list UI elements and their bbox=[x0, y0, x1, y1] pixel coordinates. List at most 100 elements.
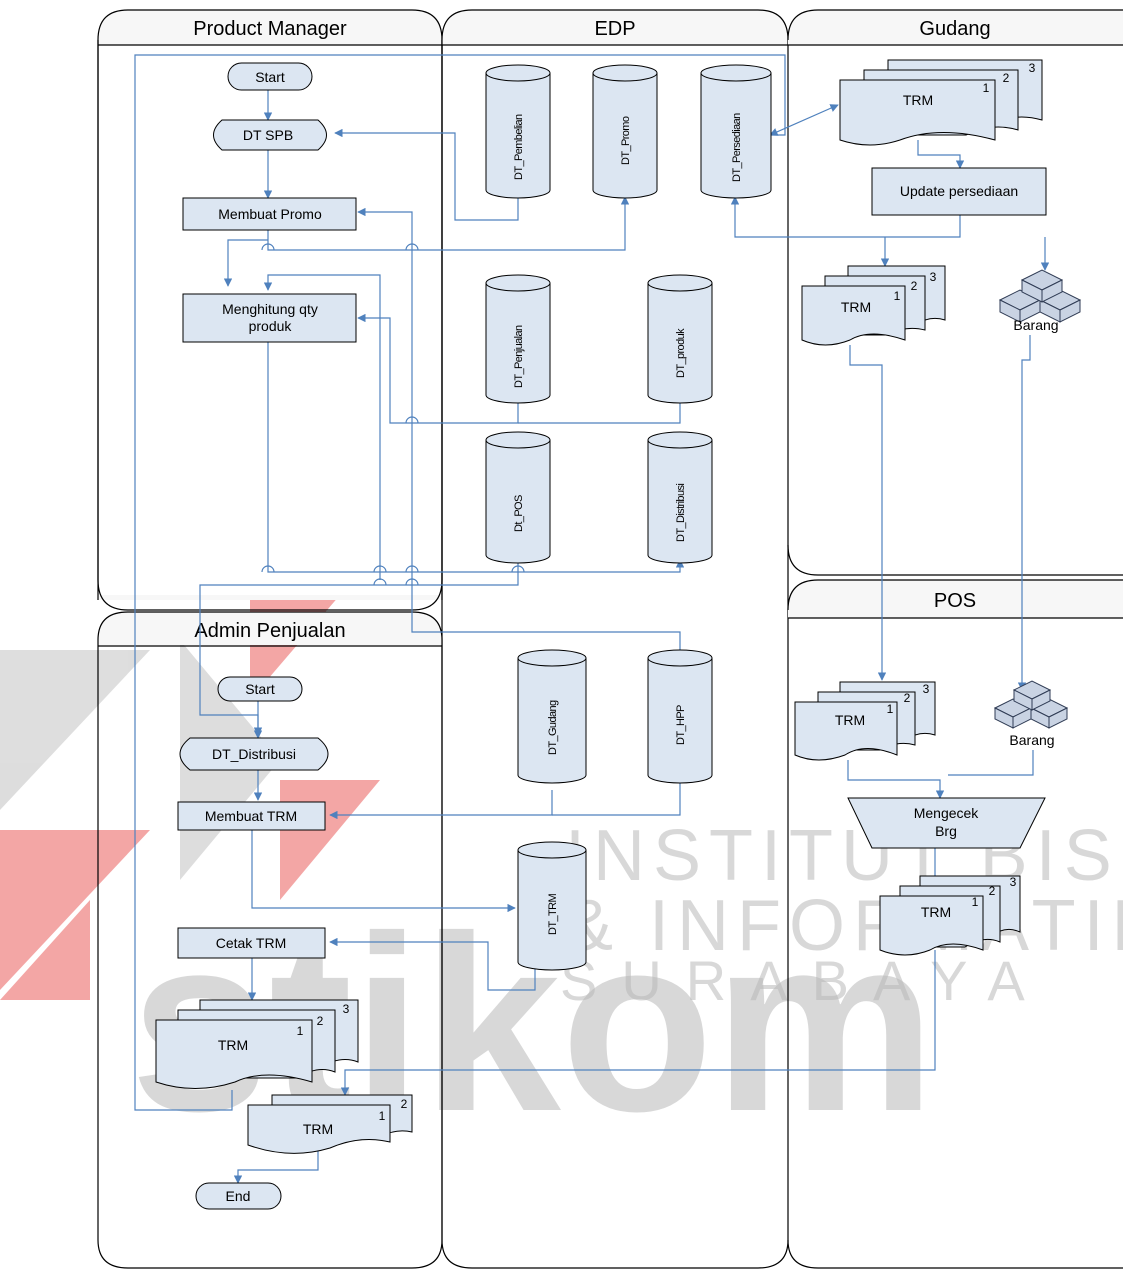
flow-gudang-trm-to-pos bbox=[849, 345, 887, 681]
pos-mengecek-label-2: Brg bbox=[935, 823, 957, 839]
admin-trm-multidoc[interactable]: TRM 1 2 3 bbox=[155, 999, 359, 1089]
admin-start-terminator[interactable]: Start bbox=[217, 676, 303, 702]
db-distribusi-label: DT_Distribusi bbox=[675, 484, 687, 542]
pos-mengecek-manual-op[interactable]: Mengecek Brg bbox=[847, 797, 1046, 849]
db-penjualan-label: DT_Penjualan bbox=[513, 325, 525, 388]
flow-pembelian-to-dtspb bbox=[334, 128, 519, 221]
db-produk[interactable]: DT_produk bbox=[647, 274, 713, 404]
hop bbox=[261, 565, 275, 573]
flow-menghitung-to-distribusi bbox=[267, 342, 685, 573]
lane-edp: EDP bbox=[441, 9, 789, 1269]
doc-number-2: 2 bbox=[1003, 71, 1010, 85]
gudang-trm2-multidoc[interactable]: TRM 1 2 3 bbox=[801, 265, 946, 346]
pm-menghitung-process[interactable]: Menghitung qty produk bbox=[182, 293, 357, 343]
hop bbox=[261, 243, 275, 251]
db-produk-label: DT_produk bbox=[675, 328, 687, 378]
pm-dtspb-label: DT SPB bbox=[243, 127, 293, 143]
doc-number-1: 1 bbox=[887, 702, 894, 716]
db-promo-label: DT_Promo bbox=[620, 116, 632, 165]
pm-menghitung-label-1: Menghitung qty bbox=[222, 301, 318, 317]
hop bbox=[511, 565, 525, 573]
watermark-city: SURABAYA bbox=[560, 949, 1049, 1012]
pos-trm-label: TRM bbox=[835, 712, 865, 728]
doc-number-2: 2 bbox=[989, 884, 996, 898]
pos-trm2-label: TRM bbox=[921, 904, 951, 920]
doc-number-3: 3 bbox=[923, 682, 930, 696]
flow-back-to-promo bbox=[357, 207, 413, 410]
db-hpp[interactable]: DT_HPP bbox=[647, 649, 713, 784]
flow-penjualan-to-menghitung bbox=[357, 313, 519, 424]
db-trm-label: DT_TRM bbox=[547, 894, 559, 935]
flow-hpp-top bbox=[411, 410, 681, 650]
flow-produk-line bbox=[518, 400, 681, 424]
hop bbox=[373, 578, 387, 586]
db-hpp-label: DT_HPP bbox=[675, 705, 687, 745]
pm-dtspb-display[interactable]: DT SPB bbox=[213, 119, 327, 151]
pos-shapes: TRM 1 2 3 Barang Mengecek Brg bbox=[794, 680, 1069, 956]
pm-membuat-promo-label: Membuat Promo bbox=[218, 206, 322, 222]
flow-pos-to-admin-trm bbox=[340, 950, 936, 1096]
db-penjualan[interactable]: DT_Penjualan bbox=[485, 274, 551, 404]
pos-barang-icon: Barang bbox=[993, 680, 1069, 748]
gudang-update-process[interactable]: Update persediaan bbox=[871, 167, 1047, 216]
pm-start-terminator[interactable]: Start bbox=[227, 62, 313, 91]
db-gudang[interactable]: DT_Gudang bbox=[517, 649, 587, 784]
doc-number-3: 3 bbox=[1010, 875, 1017, 889]
db-pembelian[interactable]: DT_Pembelian bbox=[485, 64, 551, 199]
lane-title-admin-penjualan: Admin Penjualan bbox=[194, 620, 345, 642]
doc-number-1: 1 bbox=[983, 81, 990, 95]
db-trm[interactable]: DT_TRM bbox=[517, 841, 587, 971]
pos-trm2-multidoc[interactable]: TRM 1 2 3 bbox=[879, 875, 1021, 956]
watermark-line2: & INFORMATIKA bbox=[565, 886, 1123, 966]
flow-trm-to-update bbox=[917, 140, 965, 169]
admin-end-terminator[interactable]: End bbox=[195, 1182, 282, 1210]
gudang-barang-label: Barang bbox=[1013, 317, 1058, 333]
doc-number-2: 2 bbox=[904, 691, 911, 705]
admin-membuat-trm-label: Membuat TRM bbox=[205, 808, 297, 824]
admin-trm2-label: TRM bbox=[303, 1121, 333, 1137]
hop bbox=[373, 565, 387, 573]
db-distribusi[interactable]: DT_Distribusi bbox=[647, 431, 713, 564]
edp-databases: DT_Pembelian DT_Promo DT_Persediaan DT_P… bbox=[485, 64, 772, 971]
pos-mengecek-label-1: Mengecek bbox=[914, 805, 980, 821]
db-pembelian-label: DT_Pembelian bbox=[513, 114, 525, 180]
admin-dtdistribusi-display[interactable]: DT_Distribusi bbox=[179, 737, 329, 771]
doc-number-3: 3 bbox=[343, 1002, 350, 1016]
connectors bbox=[134, 54, 1050, 1184]
flow-trm-loop bbox=[134, 54, 786, 1111]
doc-number-1: 1 bbox=[972, 895, 979, 909]
lane-pos: POS bbox=[787, 579, 1123, 1269]
flow-promo-to-menghitung bbox=[223, 239, 268, 287]
flow-pos-to-menghitung bbox=[263, 274, 381, 580]
gudang-trm-multidoc[interactable]: TRM 1 2 3 bbox=[839, 59, 1043, 146]
flow-hpp-to-membuat bbox=[552, 780, 681, 816]
admin-start-label: Start bbox=[245, 681, 275, 697]
db-persediaan-label: DT_Persediaan bbox=[731, 113, 743, 182]
doc-number-3: 3 bbox=[930, 270, 937, 284]
hop bbox=[405, 416, 419, 424]
pm-membuat-promo-process[interactable]: Membuat Promo bbox=[182, 197, 357, 231]
admin-end-label: End bbox=[226, 1188, 251, 1204]
flow-postrm-to-mengecek bbox=[847, 760, 945, 799]
admin-cetak-trm-process[interactable]: Cetak TRM bbox=[177, 927, 326, 959]
admin-cetak-trm-label: Cetak TRM bbox=[216, 935, 287, 951]
db-pos[interactable]: Dt_POS bbox=[485, 431, 551, 564]
lane-gudang: Gudang bbox=[787, 9, 1123, 576]
admin-shapes: Start DT_Distribusi Membuat TRM Cetak TR… bbox=[155, 676, 413, 1210]
db-promo[interactable]: DT_Promo bbox=[592, 64, 658, 199]
gudang-shapes: TRM 1 2 3 Update persediaan TRM 1 2 3 bbox=[801, 59, 1082, 346]
flow-update-to-persediaan bbox=[730, 196, 961, 238]
lane-title-edp: EDP bbox=[594, 18, 635, 40]
flow-membuat-to-dttrm bbox=[251, 830, 516, 913]
admin-trm2-multidoc[interactable]: TRM 1 2 bbox=[247, 1094, 413, 1154]
doc-number-2: 2 bbox=[401, 1097, 408, 1111]
hop bbox=[405, 565, 419, 573]
pm-menghitung-label-2: produk bbox=[249, 318, 293, 334]
db-persediaan[interactable]: DT_Persediaan bbox=[700, 64, 772, 199]
flow-trm2-to-end bbox=[233, 1140, 319, 1184]
admin-membuat-trm-process[interactable]: Membuat TRM bbox=[177, 801, 326, 831]
pos-trm-multidoc[interactable]: TRM 1 2 3 bbox=[794, 681, 936, 761]
admin-trm-label: TRM bbox=[218, 1037, 248, 1053]
lane-title-gudang: Gudang bbox=[919, 18, 990, 40]
